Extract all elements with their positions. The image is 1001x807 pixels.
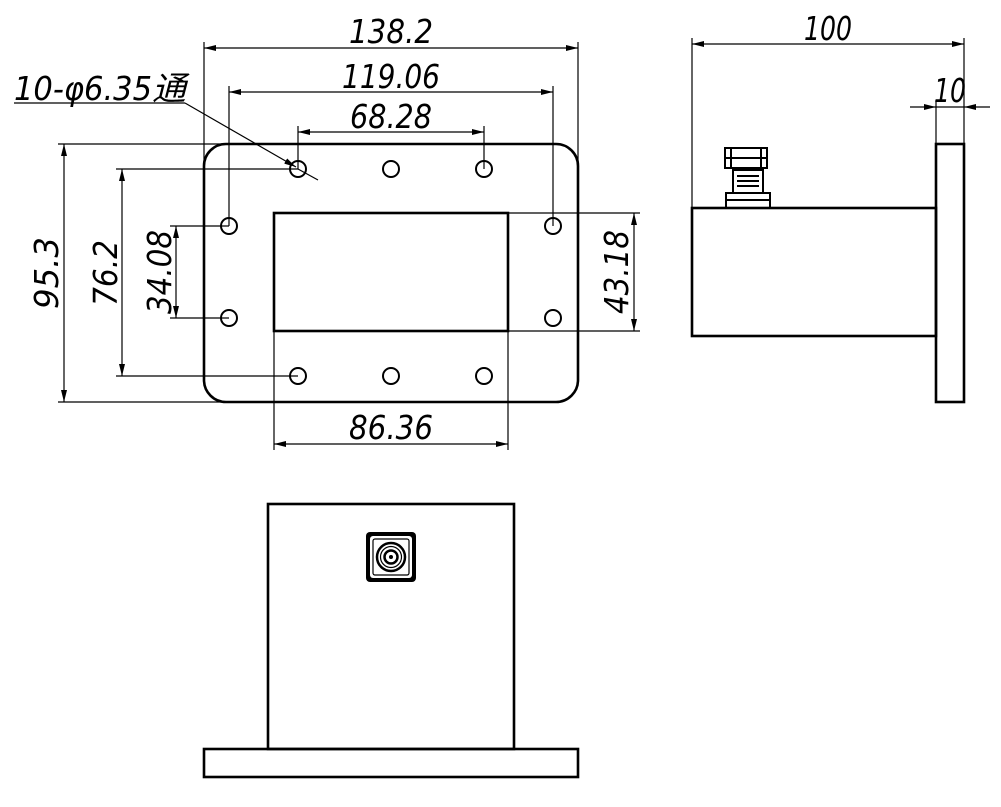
top-view bbox=[202, 502, 580, 779]
dim-hole-span-outer: 119.06 bbox=[342, 57, 440, 96]
connector-side bbox=[724, 147, 771, 209]
dim-flange-thickness: 10 bbox=[934, 71, 966, 110]
extension-lines bbox=[58, 42, 640, 450]
dim-flange-height: 95.3 bbox=[27, 237, 66, 309]
dim-hole-vertical-span: 34.08 bbox=[140, 230, 179, 314]
dimension-lines bbox=[61, 45, 637, 447]
flange-side bbox=[934, 142, 966, 404]
hole-callout-leader bbox=[14, 102, 319, 181]
mounting-hole bbox=[475, 367, 493, 385]
mounting-hole bbox=[382, 160, 400, 178]
dim-hole-rows-span: 76.2 bbox=[86, 240, 125, 306]
flange-top bbox=[202, 747, 580, 779]
dim-hole-span-inner: 68.28 bbox=[350, 97, 432, 136]
connector-top bbox=[366, 532, 416, 582]
mounting-hole bbox=[544, 309, 562, 327]
dim-aperture-height: 43.18 bbox=[597, 230, 636, 314]
waveguide-aperture bbox=[272, 211, 510, 333]
dim-overall-length: 100 bbox=[804, 9, 852, 48]
mounting-hole bbox=[382, 367, 400, 385]
front-view: 138.2 119.06 68.28 10-φ6.35通 95.3 76.2 3… bbox=[14, 12, 640, 450]
hole-callout: 10-φ6.35通 bbox=[14, 69, 190, 108]
waveguide-body-side bbox=[690, 206, 938, 338]
mounting-holes bbox=[220, 160, 562, 385]
dim-aperture-width: 86.36 bbox=[349, 408, 433, 447]
flange-outline bbox=[202, 142, 580, 404]
side-view: 100 10 bbox=[690, 9, 990, 404]
dim-flange-width: 138.2 bbox=[349, 12, 433, 51]
